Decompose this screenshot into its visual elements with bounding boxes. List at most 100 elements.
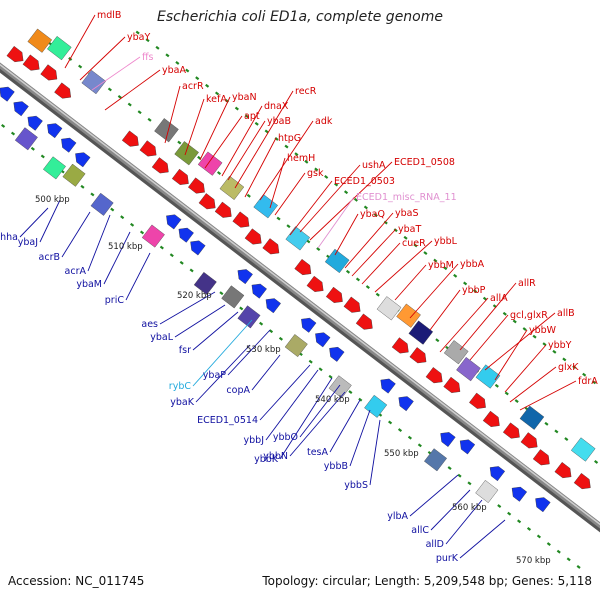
tick-mark (179, 260, 184, 265)
tick-mark (482, 296, 488, 301)
forward-cog-box (197, 151, 223, 176)
tick-mark (497, 504, 502, 509)
reverse-gene-label-leader (259, 364, 311, 421)
reverse-cog-box (221, 285, 245, 309)
forward-cog-box (519, 405, 545, 430)
forward-gene-label: ybaQ (360, 209, 385, 220)
reverse-gene-arrow (329, 346, 345, 362)
forward-gene-label-leader (494, 329, 528, 381)
forward-gene-label-leader (184, 98, 205, 156)
forward-gene-arrow (22, 54, 40, 71)
reverse-gene-label-leader (279, 377, 333, 460)
tick-mark (110, 207, 115, 212)
tick-mark (457, 473, 462, 478)
reverse-cog-box (475, 480, 499, 504)
forward-gene-arrow (232, 211, 250, 228)
forward-gene-label-leader (299, 164, 361, 233)
tick-mark (259, 321, 264, 326)
tick-mark (308, 359, 313, 364)
tick-mark (127, 102, 132, 107)
reverse-gene-arrow (251, 283, 267, 299)
forward-cog-box (456, 357, 481, 382)
forward-cog-box (174, 141, 199, 166)
tick-mark (502, 311, 507, 316)
reverse-gene-label: ylbA (387, 511, 408, 522)
reverse-gene-label: ybaK (170, 397, 194, 408)
reverse-gene-arrow (489, 466, 506, 482)
reverse-gene-label: ybbB (324, 461, 348, 472)
tick-mark (566, 557, 571, 562)
reverse-gene-arrow (301, 317, 317, 333)
forward-gene-label-leader (259, 120, 314, 201)
reverse-gene-label-leader (329, 399, 361, 453)
reverse-gene-label: tesA (307, 447, 329, 458)
forward-gene-label: glxK (558, 362, 579, 373)
forward-gene-label: fdrA (578, 376, 598, 387)
reverse-gene-arrow (380, 378, 396, 394)
forward-gene-label-leader (79, 36, 126, 81)
forward-gene-arrow (214, 201, 232, 218)
forward-gene-arrow (6, 45, 24, 63)
scale-label: 560 kbp (452, 503, 487, 513)
reverse-gene-label-leader (349, 409, 371, 467)
forward-gene-label-leader (374, 240, 433, 293)
reverse-gene-arrow (27, 115, 43, 131)
tick-mark (467, 481, 472, 486)
forward-gene-arrow (425, 367, 443, 384)
reverse-gene-label-leader (125, 252, 151, 301)
tick-mark (286, 224, 291, 229)
reverse-gene-arrow (398, 396, 414, 412)
reverse-cog-box (424, 448, 448, 472)
tick-mark (78, 64, 83, 69)
reverse-cog-box (237, 305, 261, 329)
tick-mark (517, 519, 522, 524)
forward-gene-label-leader (469, 314, 509, 361)
forward-gene-arrow (469, 392, 486, 409)
forward-gene-label-leader (204, 115, 243, 169)
tick-mark (155, 45, 160, 50)
reverse-gene-arrow (13, 101, 29, 117)
forward-gene-label: ECED1_0508 (394, 157, 455, 168)
forward-gene-label: gsk (307, 168, 324, 179)
forward-gene-label-leader (64, 14, 96, 69)
forward-gene-arrow (325, 286, 343, 303)
scale-label: 570 kbp (516, 556, 551, 566)
forward-gene-label-leader (289, 180, 333, 236)
tick-mark (145, 38, 150, 43)
tick-mark (294, 152, 299, 157)
tick-mark (139, 230, 145, 235)
forward-gene-arrow (502, 422, 520, 439)
forward-gene-label: ybaB (267, 116, 291, 127)
forward-cog-box (285, 226, 311, 251)
tick-mark (504, 391, 509, 396)
reverse-gene-arrow (459, 439, 476, 455)
reverse-gene-label: ybbN (263, 451, 288, 462)
feature-layer (0, 28, 596, 513)
forward-cog-box (253, 194, 278, 219)
forward-gene-arrow (306, 275, 324, 292)
forward-gene-label: ybbL (434, 236, 458, 247)
forward-gene-label: gcl,glxR (510, 310, 548, 321)
forward-gene-label-leader (439, 297, 489, 353)
tick-mark (214, 91, 220, 96)
forward-gene-arrow (188, 177, 205, 194)
tick-mark (365, 285, 370, 289)
tick-mark (30, 146, 35, 151)
scale-label: 510 kbp (108, 242, 143, 252)
accession-text: Accession: NC_011745 (8, 574, 145, 588)
forward-gene-label-leader (199, 96, 231, 161)
forward-gene-label: ybbW (529, 325, 557, 336)
tick-mark (532, 334, 537, 339)
tick-mark (147, 117, 152, 122)
tick-mark (417, 443, 422, 448)
tick-mark (403, 235, 408, 240)
reverse-gene-label: hha (0, 232, 18, 243)
reverse-gene-label: ybbO (273, 432, 298, 443)
forward-gene-label: allR (518, 278, 536, 289)
reverse-gene-arrow (178, 227, 194, 243)
tick-mark (526, 526, 532, 531)
tick-mark (512, 319, 517, 324)
tick-mark (334, 182, 339, 187)
tick-mark (1, 124, 6, 128)
